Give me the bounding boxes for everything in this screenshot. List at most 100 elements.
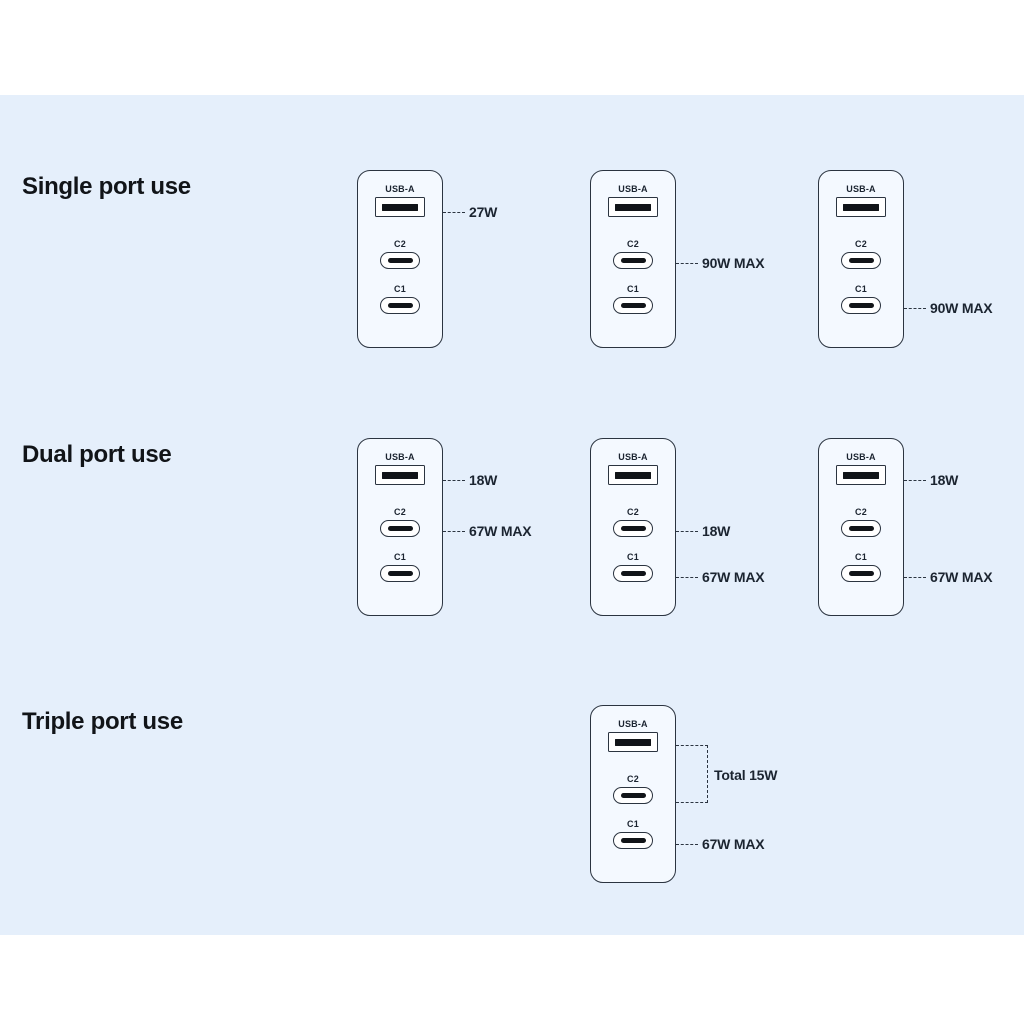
port-c1[interactable]: C1 [841, 284, 881, 314]
port-c2-label: C2 [627, 774, 639, 784]
port-c1-label: C1 [627, 552, 639, 562]
port-c1-label: C1 [855, 552, 867, 562]
port-usba-label: USB-A [846, 184, 876, 194]
power-value: 18W [702, 523, 731, 539]
port-c1[interactable]: C1 [380, 284, 420, 314]
port-usba-label: USB-A [618, 452, 648, 462]
power-value: 67W MAX [702, 569, 765, 585]
port-c2[interactable]: C2 [613, 239, 653, 269]
callout-single-c1-90w: 90W MAX [904, 299, 993, 317]
port-c2[interactable]: C2 [380, 507, 420, 537]
usb-c-icon [841, 252, 881, 269]
dashed-connector [676, 576, 698, 578]
port-usba-label: USB-A [385, 184, 415, 194]
usb-a-icon [375, 197, 425, 217]
dashed-connector [904, 479, 926, 481]
dashed-connector [676, 530, 698, 532]
power-value: 67W MAX [702, 836, 765, 852]
port-usba[interactable]: USB-A [375, 452, 425, 485]
port-c1[interactable]: C1 [613, 819, 653, 849]
port-usba[interactable]: USB-A [836, 184, 886, 217]
callout-dual-usba-18w: 18W [904, 471, 958, 489]
power-value: 18W [930, 472, 959, 488]
callout-dual-c2-18w: 18W [676, 522, 730, 540]
dashed-connector [443, 211, 465, 213]
port-c2-label: C2 [855, 507, 867, 517]
port-c2[interactable]: C2 [841, 239, 881, 269]
device-single-c1: USB-A C2 C1 [818, 170, 904, 348]
usb-c-icon [380, 520, 420, 537]
dashed-connector [443, 530, 465, 532]
device-single-c2: USB-A C2 C1 [590, 170, 676, 348]
port-usba[interactable]: USB-A [608, 184, 658, 217]
dashed-connector [904, 307, 926, 309]
port-c2-label: C2 [394, 239, 406, 249]
port-c1-label: C1 [394, 284, 406, 294]
usb-c-icon [613, 565, 653, 582]
port-c2[interactable]: C2 [613, 507, 653, 537]
port-c1[interactable]: C1 [613, 284, 653, 314]
power-value: 18W [469, 472, 498, 488]
usb-c-icon [380, 297, 420, 314]
usb-c-icon [613, 297, 653, 314]
port-c2[interactable]: C2 [613, 774, 653, 804]
usb-a-icon [375, 465, 425, 485]
usb-c-icon [841, 520, 881, 537]
usb-a-icon [608, 732, 658, 752]
device-dual-usba-c1: USB-A C2 C1 [818, 438, 904, 616]
device-triple: USB-A C2 C1 [590, 705, 676, 883]
power-value: 90W MAX [930, 300, 993, 316]
callout-dual-c1-67w: 67W MAX [904, 568, 993, 586]
port-c1-label: C1 [627, 819, 639, 829]
callout-dual-usba-18w: 18W [443, 471, 497, 489]
usb-a-icon [836, 465, 886, 485]
callout-dual-c2-67w: 67W MAX [443, 522, 532, 540]
device-dual-usba-c2: USB-A C2 C1 [357, 438, 443, 616]
port-c2[interactable]: C2 [380, 239, 420, 269]
device-dual-c2-c1: USB-A C2 C1 [590, 438, 676, 616]
usb-c-icon [613, 787, 653, 804]
port-c1[interactable]: C1 [841, 552, 881, 582]
port-usba[interactable]: USB-A [836, 452, 886, 485]
port-usba-label: USB-A [385, 452, 415, 462]
port-c2-label: C2 [394, 507, 406, 517]
port-c2-label: C2 [627, 507, 639, 517]
port-c1-label: C1 [855, 284, 867, 294]
usb-c-icon [613, 252, 653, 269]
callout-triple-c1-67w: 67W MAX [676, 835, 765, 853]
dashed-connector [443, 479, 465, 481]
port-usba[interactable]: USB-A [608, 719, 658, 752]
port-c1[interactable]: C1 [380, 552, 420, 582]
power-value: 27W [469, 204, 498, 220]
bracket-total-group [676, 745, 708, 803]
port-c1-label: C1 [394, 552, 406, 562]
port-usba-label: USB-A [618, 719, 648, 729]
dashed-connector [904, 576, 926, 578]
port-c1-label: C1 [627, 284, 639, 294]
port-c1[interactable]: C1 [613, 552, 653, 582]
port-c2-label: C2 [855, 239, 867, 249]
dashed-connector [676, 262, 698, 264]
usb-c-icon [380, 252, 420, 269]
callout-dual-c1-67w: 67W MAX [676, 568, 765, 586]
usb-a-icon [608, 465, 658, 485]
port-usba[interactable]: USB-A [608, 452, 658, 485]
port-usba-label: USB-A [846, 452, 876, 462]
usb-c-icon [613, 520, 653, 537]
usb-a-icon [608, 197, 658, 217]
port-usba[interactable]: USB-A [375, 184, 425, 217]
dashed-connector [676, 843, 698, 845]
power-value: 67W MAX [930, 569, 993, 585]
port-c2-label: C2 [627, 239, 639, 249]
usb-a-icon [836, 197, 886, 217]
usb-c-icon [841, 565, 881, 582]
device-single-usba: USB-A C2 C1 [357, 170, 443, 348]
bracket-total-label: Total 15W [714, 767, 778, 783]
port-usba-label: USB-A [618, 184, 648, 194]
row-heading-dual-port: Dual port use [22, 441, 172, 468]
callout-single-usba-27w: 27W [443, 203, 497, 221]
usb-c-icon [841, 297, 881, 314]
row-heading-triple-port: Triple port use [22, 708, 183, 735]
port-c2[interactable]: C2 [841, 507, 881, 537]
